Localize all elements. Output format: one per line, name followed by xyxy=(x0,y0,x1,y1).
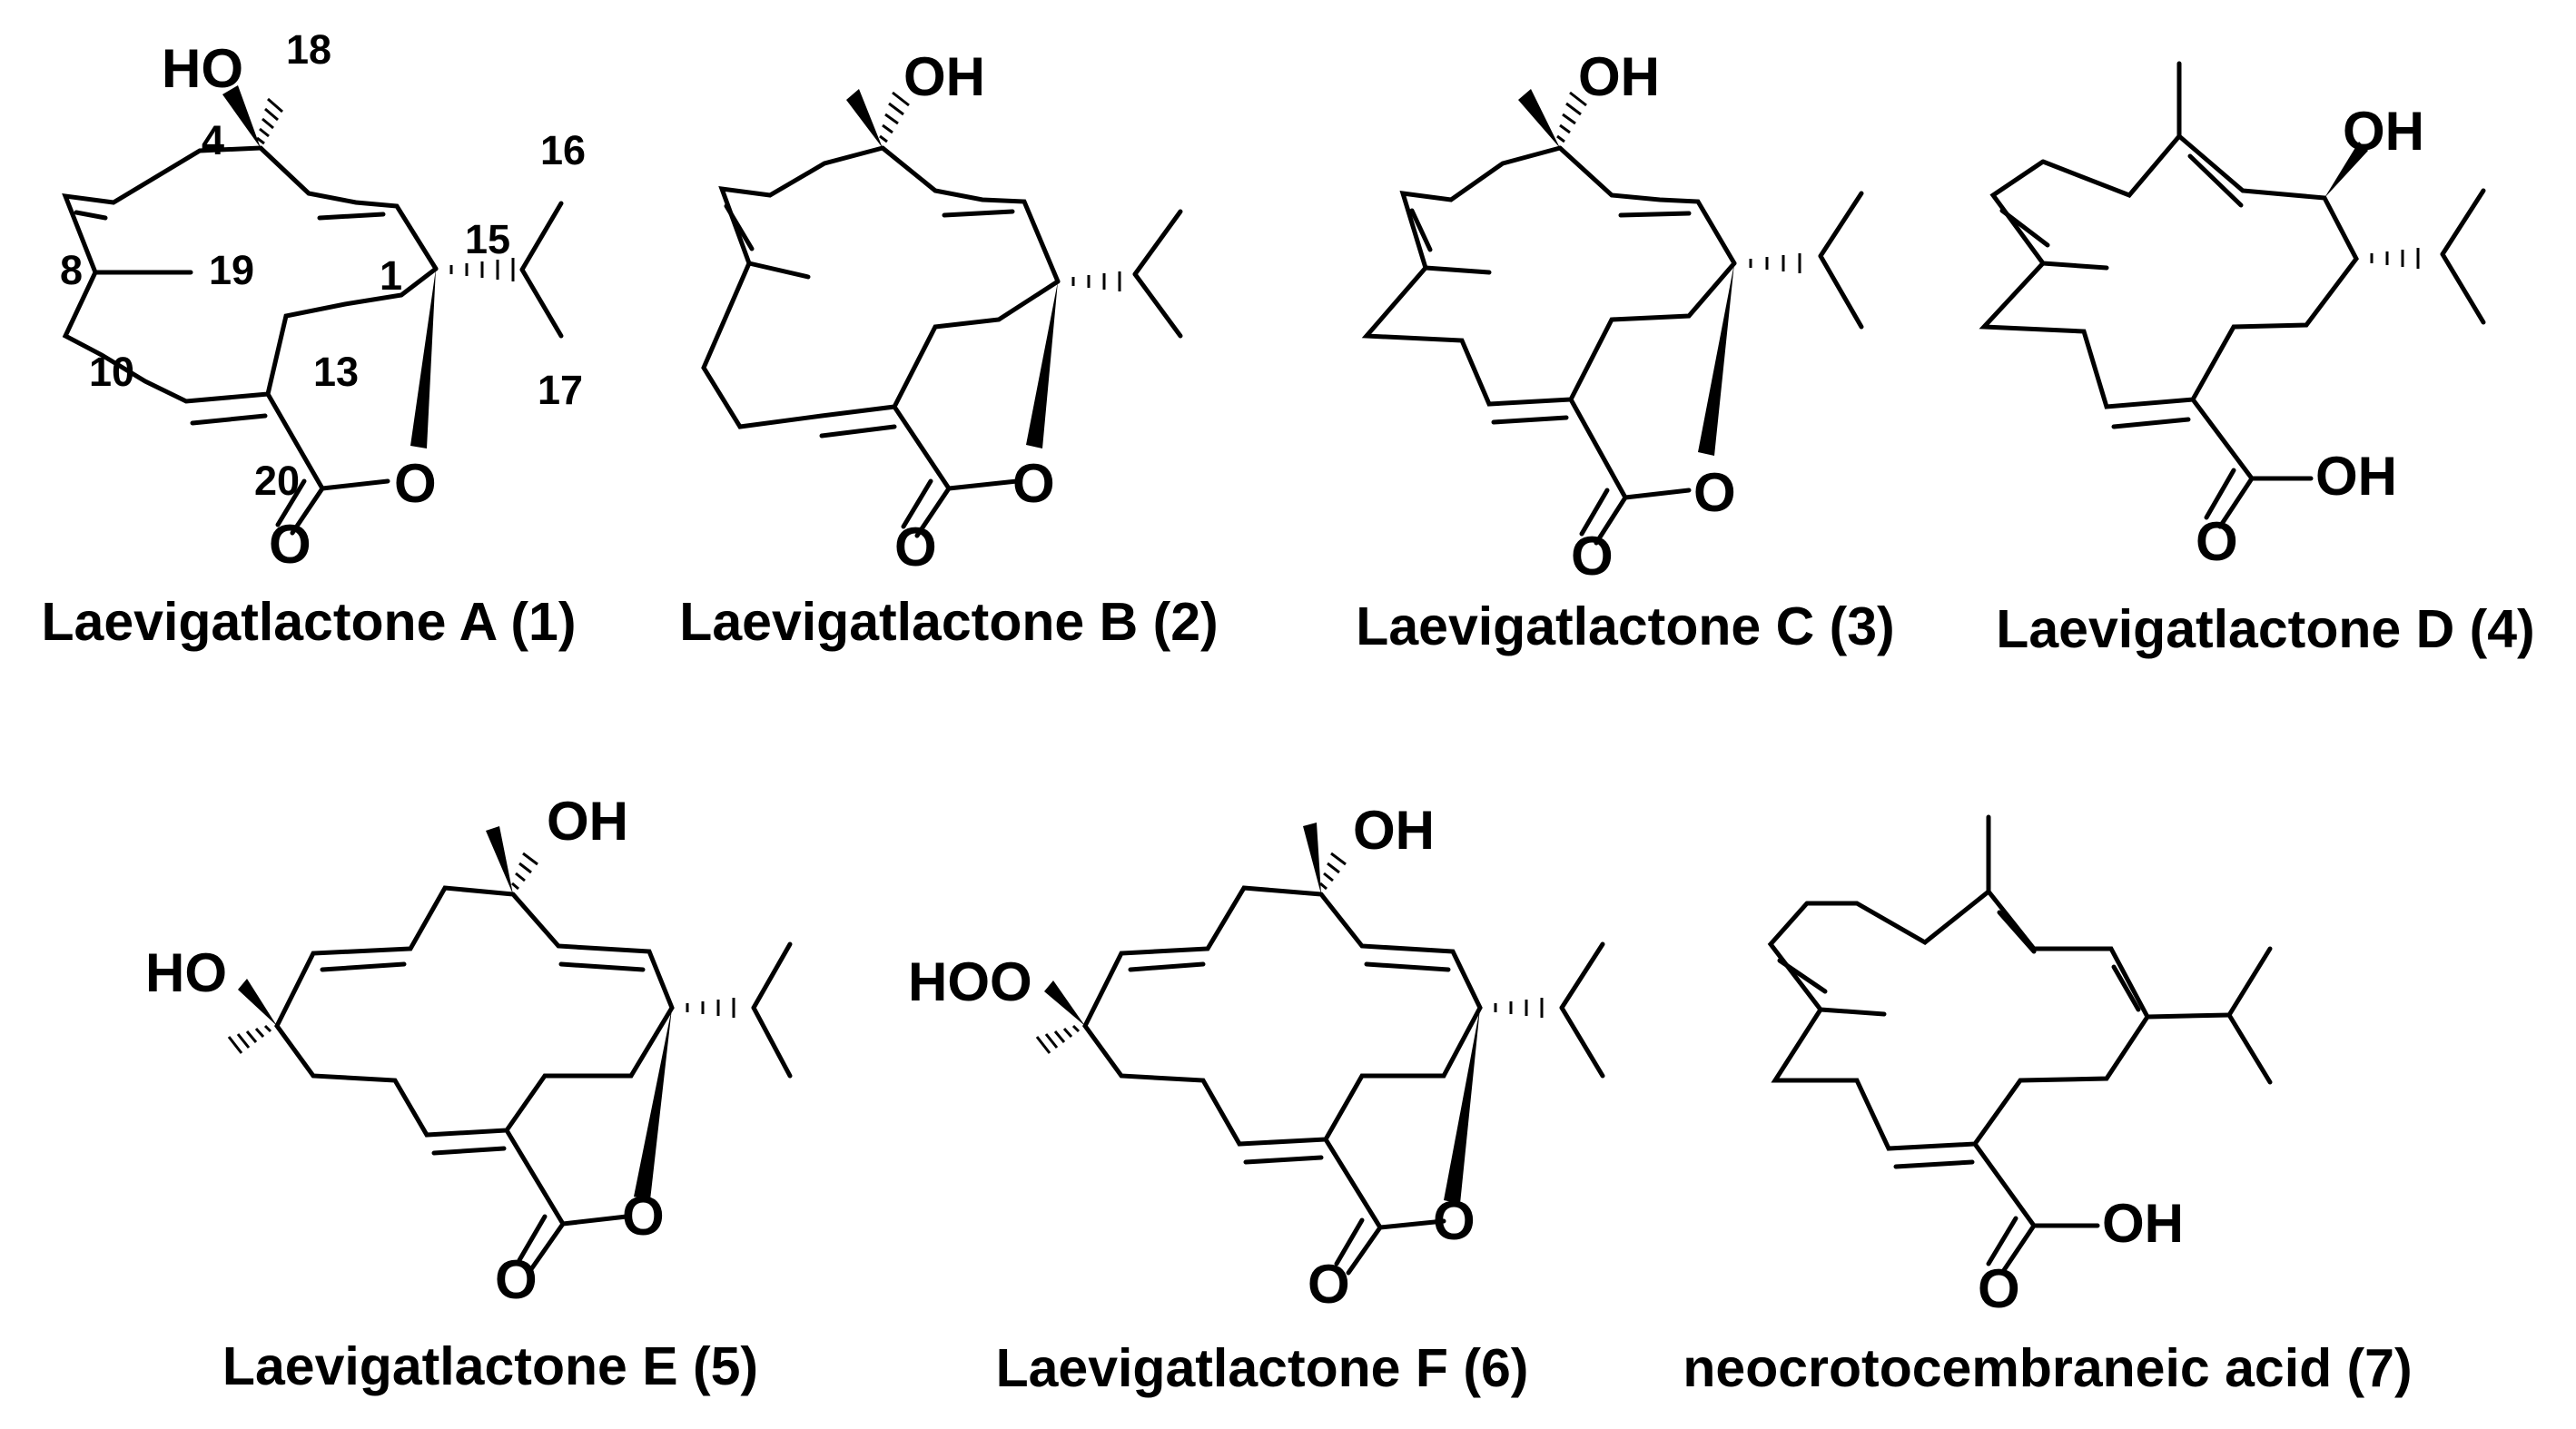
compound-1-caption: Laevigatlactone A (1) xyxy=(41,592,576,652)
compound-2-carbonyl-oxygen-label: O xyxy=(894,517,937,577)
compound-3-carbonyl-oxygen-label: O xyxy=(1571,526,1614,586)
compound-1-methyl-hash-bond xyxy=(256,97,283,145)
compound-3-isopropyl-hash-bond xyxy=(1749,253,1801,273)
compound-3-oh-hash-bond xyxy=(1556,91,1587,143)
compound-5-hydroxyl-label: OH xyxy=(547,791,628,852)
compound-6-isopropyl-hash-bond xyxy=(1494,998,1544,1018)
compound-5-isopropyl-hash-bond xyxy=(686,998,735,1018)
compound-5-caption: Laevigatlactone E (5) xyxy=(222,1336,758,1396)
compound-4-bonds xyxy=(1979,61,2486,529)
compound-1-c8-label: 8 xyxy=(60,247,83,293)
compound-7-neocrotocembraneic-acid: OH O neocrotocembraneic acid (7) xyxy=(1683,814,2413,1398)
compound-6-laevigatlactone-f: OH HOO O O Laevigatlactone F (6) xyxy=(908,800,1605,1398)
compound-4-oh-wedge-bond xyxy=(2324,142,2368,198)
compound-6-ring-oxygen-label: O xyxy=(1433,1190,1476,1251)
compound-1-c4-label: 4 xyxy=(202,117,224,163)
compound-6-oh-hash-bond xyxy=(1319,852,1347,891)
compound-5-ho-wedge-bond xyxy=(238,979,277,1026)
compound-3-caption: Laevigatlactone C (3) xyxy=(1356,596,1894,656)
compound-1-c1-label: 1 xyxy=(380,252,402,299)
compound-5-carbonyl-oxygen-label: O xyxy=(495,1249,538,1310)
compound-6-methyl-wedge-bond xyxy=(1303,823,1321,894)
compound-1-c15-label: 15 xyxy=(465,216,510,262)
compound-2-oh-hash-bond xyxy=(879,91,910,143)
compound-3-hydroxyl-label: OH xyxy=(1578,46,1660,107)
compound-5-bonds xyxy=(274,885,793,1272)
compound-6-hoo-wedge-bond xyxy=(1044,981,1085,1026)
compound-4-laevigatlactone-d: OH OH O Laevigatlactone D (4) xyxy=(1979,61,2535,659)
compound-2-isopropyl-hash-bond xyxy=(1071,271,1121,291)
compound-4-carbonyl-oxygen-label: O xyxy=(2196,511,2238,572)
compound-7-bonds xyxy=(1767,814,2273,1276)
compound-1-hydroxyl-label: HO xyxy=(162,38,243,99)
compound-1-carbonyl-oxygen-label: O xyxy=(269,514,311,575)
compound-1-c10-label: 10 xyxy=(89,349,134,395)
compound-6-hydroxyl-label: OH xyxy=(1353,800,1435,861)
compound-5-methyl-wedge-bond xyxy=(486,826,513,894)
compound-5-ring-oxygen-label: O xyxy=(622,1186,665,1247)
compound-4-caption: Laevigatlactone D (4) xyxy=(1996,599,2534,659)
compound-7-acid-hydroxyl-label: OH xyxy=(2102,1193,2184,1254)
compound-2-lactone-wedge-bond xyxy=(1026,281,1058,448)
compound-1-c17-label: 17 xyxy=(538,367,583,413)
compound-2-bonds xyxy=(701,145,1183,538)
compound-1-oh-wedge-bond xyxy=(222,85,261,148)
compound-6-hydroperoxy-label: HOO xyxy=(908,951,1032,1012)
compound-1-lactone-wedge-bond xyxy=(410,269,436,448)
compound-7-caption: neocrotocembraneic acid (7) xyxy=(1683,1338,2412,1398)
compound-6-bonds xyxy=(1082,885,1605,1276)
compound-4-acid-hydroxyl-label: OH xyxy=(2315,446,2397,507)
compound-1-c13-label: 13 xyxy=(313,349,359,395)
compound-1-isopropyl-hash-bond xyxy=(449,258,515,281)
compound-1-laevigatlactone-a: HO O O 18 4 16 15 1 8 19 10 13 17 20 Lae… xyxy=(41,26,586,652)
compound-3-ring-oxygen-label: O xyxy=(1693,462,1736,523)
compound-1-carbon-numbering: 18 4 16 15 1 8 19 10 13 17 20 xyxy=(60,26,586,504)
compound-2-methyl-wedge-bond xyxy=(846,89,883,148)
compound-6-lactone-wedge-bond xyxy=(1444,1008,1480,1204)
compound-1-c18-label: 18 xyxy=(286,26,331,73)
compound-2-hydroxyl-label: OH xyxy=(903,46,985,107)
compound-2-laevigatlactone-b: OH O O Laevigatlactone B (2) xyxy=(679,46,1218,652)
compound-7-carbonyl-oxygen-label: O xyxy=(1978,1258,2020,1319)
compound-5-laevigatlactone-e: OH HO O O Laevigatlactone E (5) xyxy=(145,791,793,1396)
compound-5-methyl-hash-bond xyxy=(227,1024,272,1054)
compound-1-bonds xyxy=(62,145,564,536)
compound-6-carbonyl-oxygen-label: O xyxy=(1308,1254,1350,1315)
compound-6-caption: Laevigatlactone F (6) xyxy=(996,1338,1529,1398)
compound-1-c20-label: 20 xyxy=(254,458,300,504)
compound-2-ring-oxygen-label: O xyxy=(1012,453,1055,514)
compound-3-lactone-wedge-bond xyxy=(1698,263,1734,456)
compound-5-oh-hash-bond xyxy=(511,852,538,891)
compound-4-isopropyl-hash-bond xyxy=(2370,248,2420,269)
compound-5-lactone-wedge-bond xyxy=(634,1008,672,1200)
compound-6-methyl-hash-bond xyxy=(1035,1024,1081,1054)
compound-1-c16-label: 16 xyxy=(540,127,586,173)
compound-2-caption: Laevigatlactone B (2) xyxy=(679,592,1218,652)
compound-1-ring-oxygen-label: O xyxy=(394,453,437,514)
compound-5-ho-label: HO xyxy=(145,942,227,1003)
compound-3-bonds xyxy=(1361,145,1864,546)
compound-3-methyl-wedge-bond xyxy=(1518,89,1560,148)
compound-3-laevigatlactone-c: OH O O Laevigatlactone C (3) xyxy=(1356,46,1894,656)
compound-4-hydroxyl-label: OH xyxy=(2343,101,2424,162)
compound-1-c19-label: 19 xyxy=(209,247,254,293)
